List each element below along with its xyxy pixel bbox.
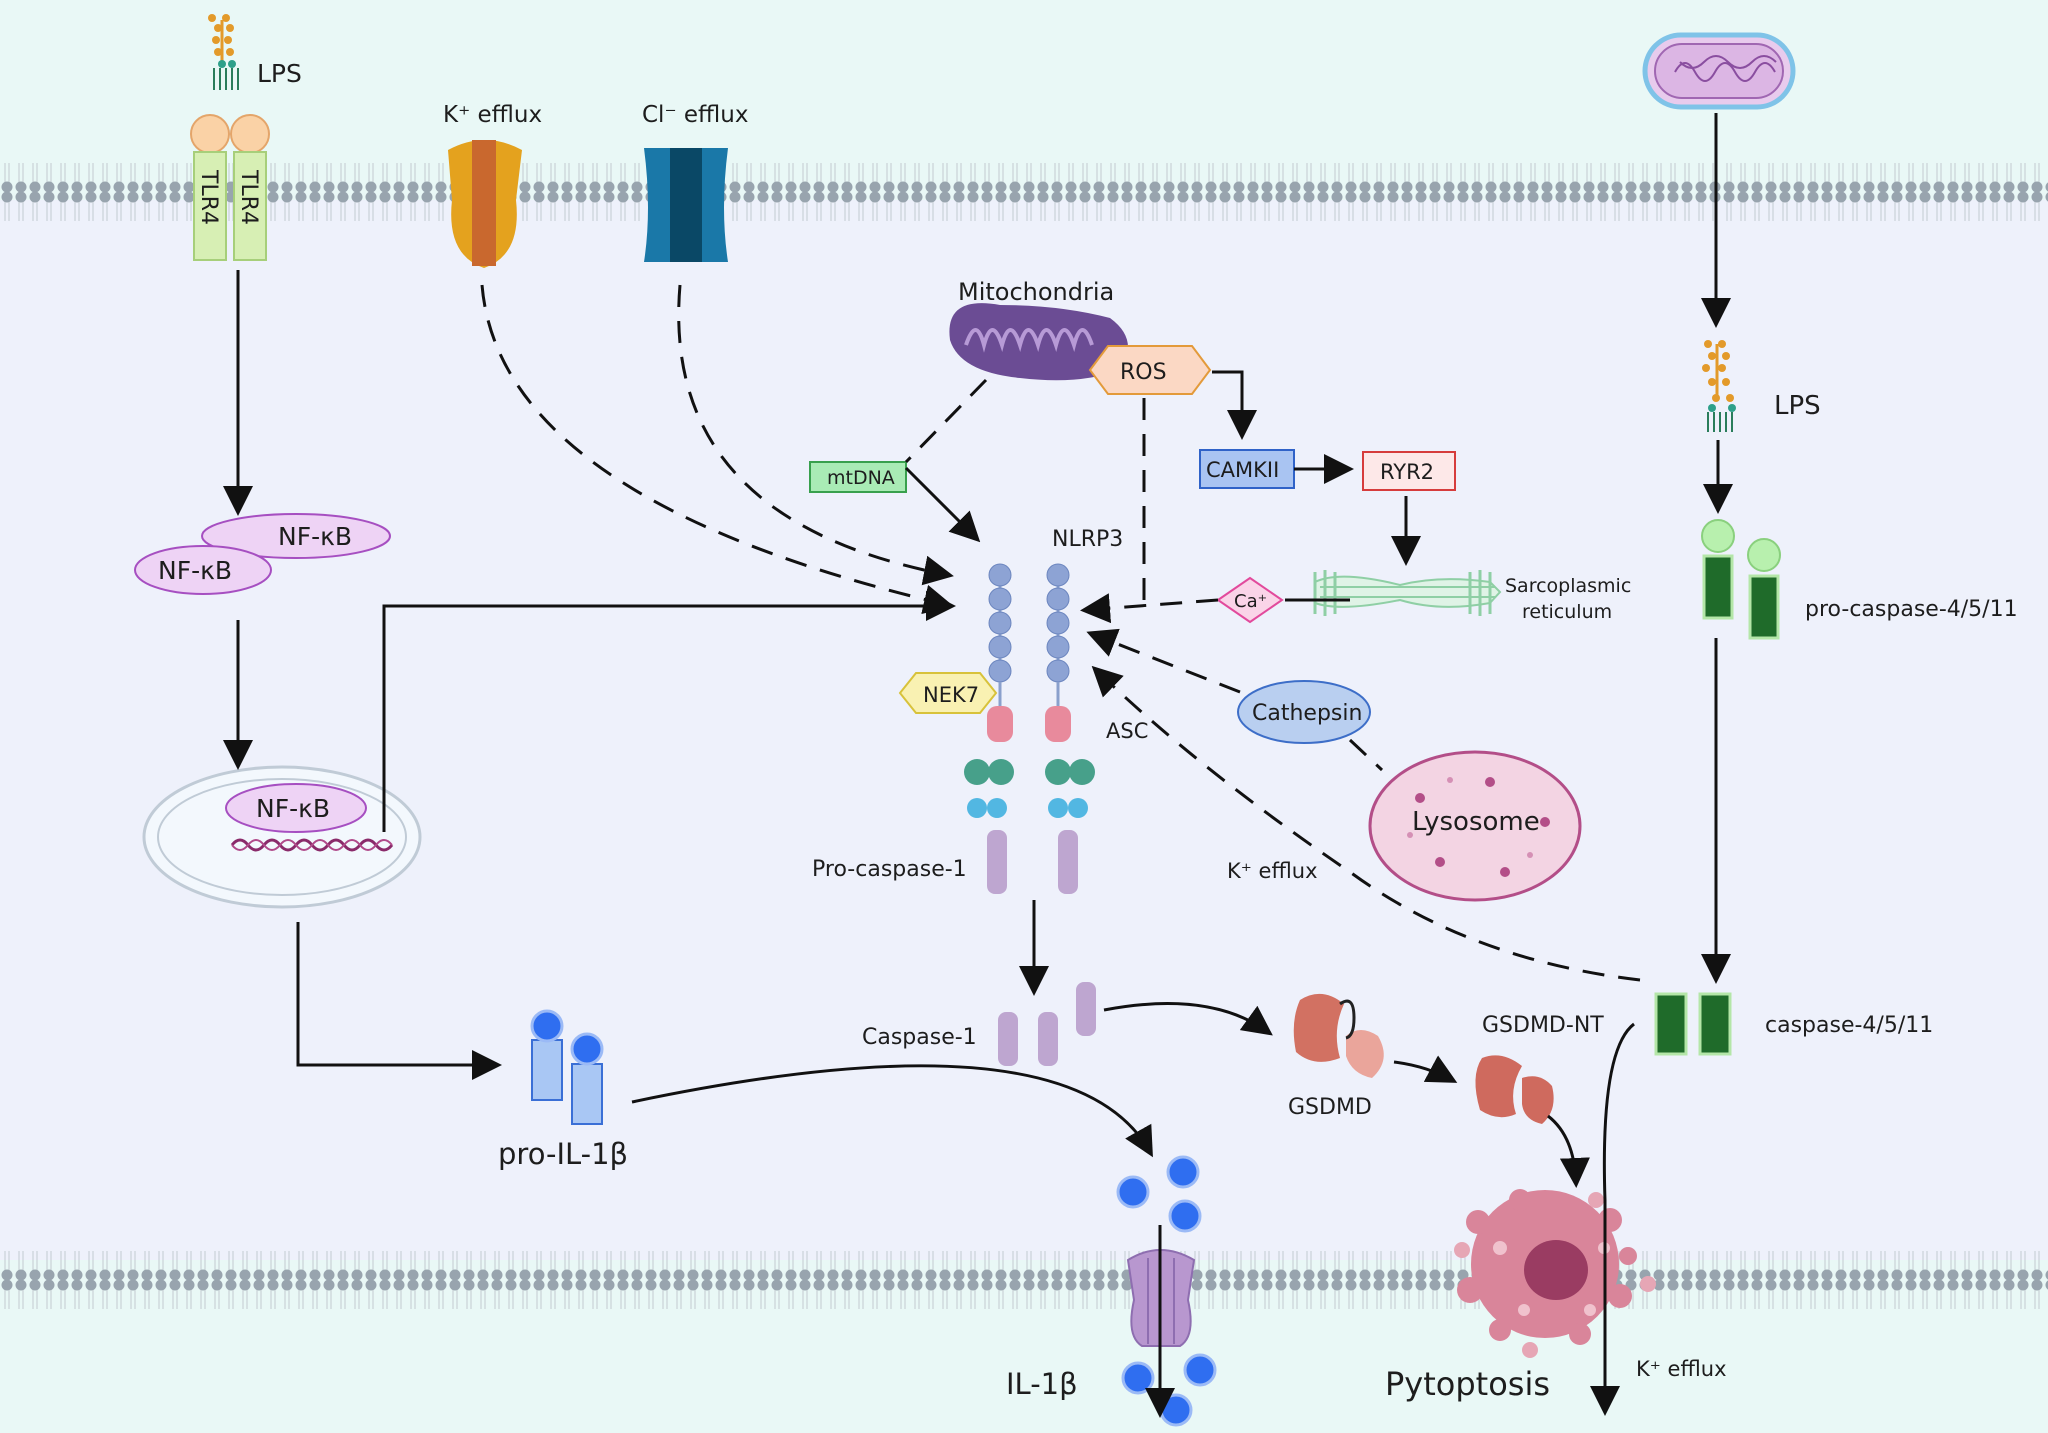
dashed-arrows: [480, 284, 1641, 982]
camkii-box: [1199, 449, 1295, 489]
sarcoplasmic-reticulum-icon: [1313, 570, 1502, 616]
ros-box: [1088, 345, 1212, 395]
sarcoplasmic-label-1: Sarcoplasmic: [1505, 575, 1631, 597]
nfkb-label-1: NF-κB: [158, 556, 232, 585]
mtdna-label: mtDNA: [827, 467, 895, 489]
lps-right-label: LPS: [1774, 391, 1821, 421]
gsdmd-label: GSDMD: [1288, 1095, 1372, 1120]
nfkb-ellipse-1: [134, 545, 272, 595]
pro-il1b-label: pro-IL-1β: [498, 1137, 628, 1171]
cathepsin-label: Cathepsin: [1252, 701, 1362, 726]
k-efflux-bottom-label: K⁺ efflux: [1636, 1357, 1727, 1381]
nek7-box: [898, 672, 998, 714]
bacterium-icon: [1642, 32, 1796, 110]
gsdmd-protein-icon: [1293, 993, 1384, 1078]
mtdna-box: [809, 461, 907, 493]
pro-caspase-4511-label: pro-caspase-4/5/11: [1805, 597, 2018, 622]
ca-label: Ca⁺: [1234, 591, 1267, 612]
top-cell-membrane: [0, 162, 2048, 226]
cathepsin-ellipse: [1237, 680, 1371, 744]
gsdmd-nt-label: GSDMD-NT: [1482, 1013, 1604, 1038]
caspase-4511-label: caspase-4/5/11: [1765, 1013, 1933, 1038]
k-efflux-mid-label: K⁺ efflux: [1227, 859, 1318, 883]
sarcoplasmic-label-2: reticulum: [1522, 601, 1612, 623]
nlrp3-complex-icon: [964, 563, 1095, 894]
nlrp3-label: NLRP3: [1052, 527, 1123, 552]
potassium-channel-icon: [448, 140, 522, 268]
nfkb-ellipse-2: [201, 513, 391, 559]
caspase-1-label: Caspase-1: [862, 1025, 977, 1050]
lps-top-label: LPS: [257, 59, 302, 88]
ryr2-label: RYR2: [1380, 460, 1434, 484]
pro-il1b-icon: [530, 1009, 604, 1125]
il1b-secreted-icon: [1116, 1155, 1217, 1427]
pro-caspase-4511-icon: [1701, 519, 1781, 640]
pytoptosis-label: Pytoptosis: [1385, 1365, 1550, 1403]
tlr4-receptor-icon: [190, 114, 270, 261]
k-efflux-top-label: K⁺ efflux: [443, 102, 542, 128]
tlr4-label-b: TLR4: [236, 169, 261, 225]
lysosome-label: Lysosome: [1412, 807, 1540, 837]
ryr2-box: [1362, 451, 1456, 491]
ca-box: [1216, 576, 1284, 624]
dna-icon: [230, 838, 394, 852]
gsdmd-nt-protein-icon: [1475, 1055, 1554, 1124]
caspase-4511-icon: [1654, 992, 1732, 1056]
ros-label: ROS: [1120, 360, 1167, 385]
nfkb-ellipse-3: [225, 783, 367, 833]
il1b-label: IL-1β: [1006, 1367, 1078, 1401]
chloride-channel-icon: [644, 148, 728, 262]
mitochondria-label: Mitochondria: [958, 278, 1114, 306]
lps-molecule-icon: [208, 14, 239, 90]
lps-right-molecule-icon: [1702, 340, 1736, 432]
mitochondria-icon: [949, 303, 1128, 381]
lysosome-icon: [1368, 750, 1582, 902]
bottom-cell-membrane: [0, 1251, 2048, 1315]
asc-label: ASC: [1106, 719, 1148, 743]
camkii-label: CAMKII: [1206, 458, 1279, 482]
tlr4-label-a: TLR4: [196, 169, 221, 225]
nek7-label: NEK7: [923, 683, 979, 707]
nfkb-label-3: NF-κB: [256, 794, 330, 823]
pro-caspase-1-label: Pro-caspase-1: [812, 857, 967, 882]
solid-arrows: [223, 113, 1733, 1418]
cl-efflux-label: Cl⁻ efflux: [642, 102, 748, 128]
nfkb-label-2: NF-κB: [278, 522, 352, 551]
caspase-1-icon: [998, 982, 1096, 1066]
